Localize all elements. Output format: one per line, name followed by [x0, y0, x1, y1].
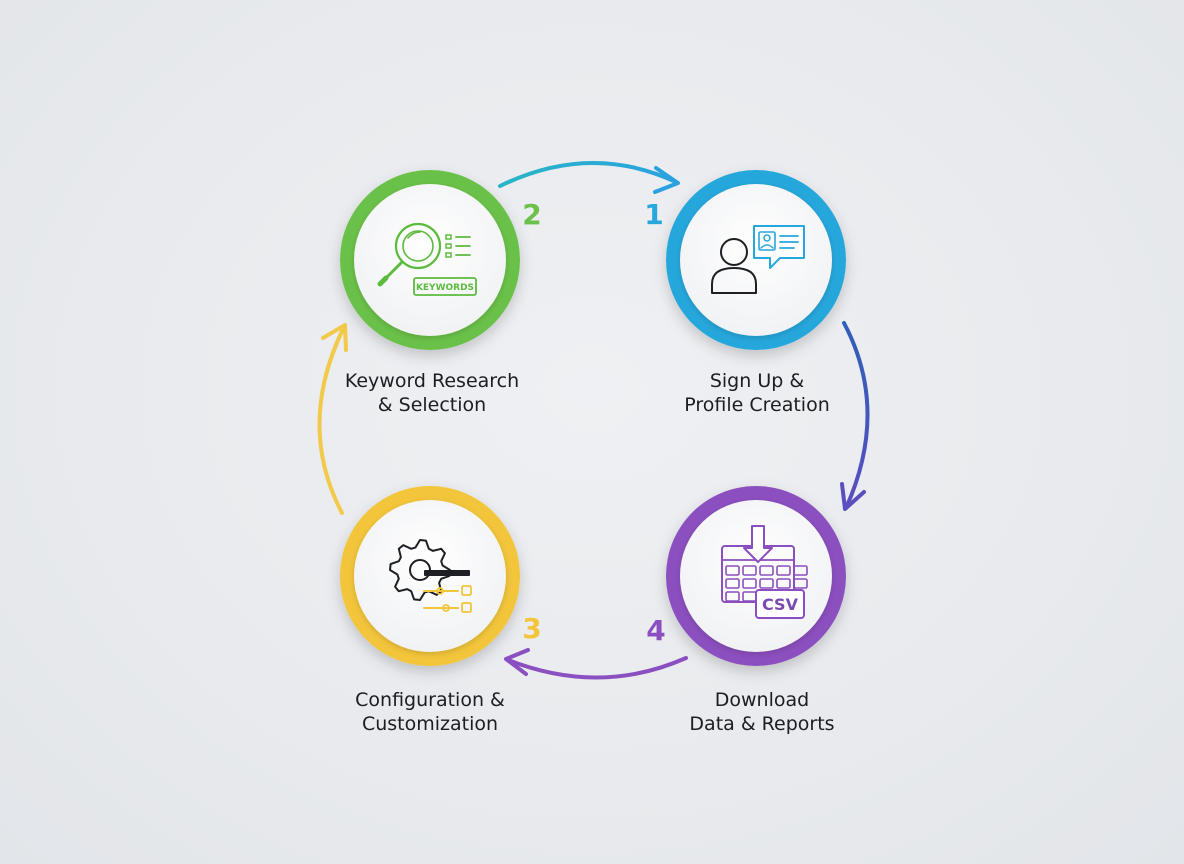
- arrow-step2-to-step1: [498, 161, 680, 194]
- step2-disc: [354, 184, 506, 336]
- step-number-4: 4: [646, 614, 665, 647]
- step-title-1-line2: Profile Creation: [684, 394, 830, 416]
- step-node-3: 3 Configuration & Customization: [340, 486, 542, 735]
- step1-disc: [680, 184, 832, 336]
- step-title-4-line1: Download: [715, 689, 809, 711]
- step-node-1: 1 Sign Up & Profile Creation: [644, 170, 846, 416]
- csv-download-icon: [721, 525, 808, 619]
- step-title-1-line1: Sign Up &: [710, 370, 804, 392]
- arrow-step1-to-step4: [840, 321, 870, 511]
- step-number-3: 3: [522, 612, 541, 645]
- csv-badge: CSV: [762, 595, 799, 614]
- csv-grid-cell: [725, 565, 740, 576]
- step-title-4-line2: Data & Reports: [689, 713, 834, 735]
- keywords-badge: KEYWORDS: [416, 283, 474, 293]
- csv-grid-cell: [793, 565, 808, 576]
- step-title-2-line2: & Selection: [378, 394, 486, 416]
- arrow-step3-to-step2: [317, 323, 348, 515]
- step4-disc: [680, 500, 832, 652]
- csv-grid-cell: [776, 565, 791, 576]
- step-title-3-line1: Configuration &: [355, 689, 505, 711]
- csv-grid-cell: [759, 578, 774, 589]
- user-profile-icon: [711, 225, 805, 294]
- csv-grid-cell: [725, 578, 740, 589]
- csv-grid-cell: [759, 565, 774, 576]
- gear-settings-icon: [389, 539, 472, 613]
- step-node-2: KEYWORDS 2 Keyword Research & Selection: [340, 170, 542, 416]
- arrow-step4-to-step3: [504, 648, 688, 680]
- csv-grid-cell: [742, 565, 757, 576]
- csv-grid-cell: [742, 578, 757, 589]
- step-title-2-line1: Keyword Research: [345, 370, 519, 392]
- step-node-4: CSV 4 Download Data & Reports: [646, 486, 846, 735]
- csv-grid-cell: [725, 591, 740, 602]
- step-number-1: 1: [644, 198, 663, 231]
- csv-grid-cell: [776, 578, 791, 589]
- step-title-3-line2: Customization: [362, 713, 498, 735]
- step-number-2: 2: [522, 198, 541, 231]
- magnifier-keywords-icon: [377, 222, 477, 296]
- csv-grid-cell: [793, 578, 808, 589]
